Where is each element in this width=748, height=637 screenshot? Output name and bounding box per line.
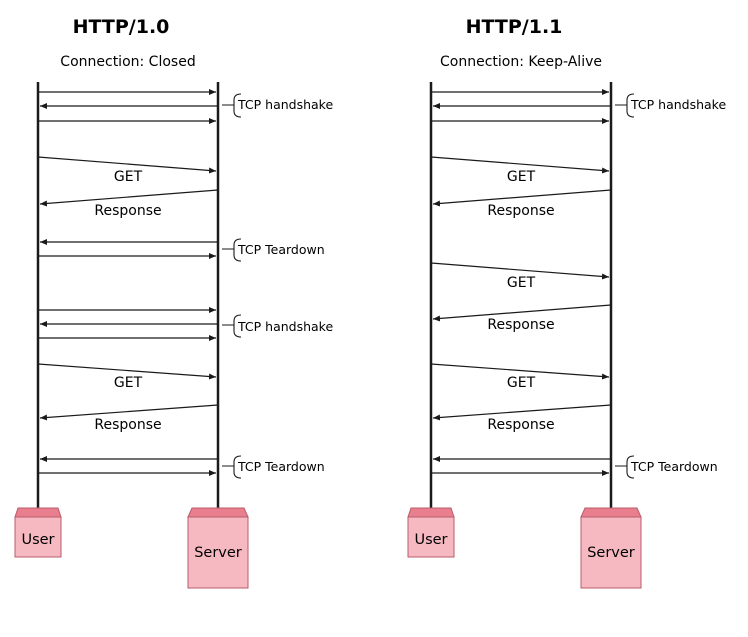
user-label: User	[414, 532, 447, 548]
message-label: Response	[487, 203, 554, 219]
annotation-bracket	[615, 93, 635, 118]
annotation-bracket	[222, 238, 242, 262]
annotation-label: TCP handshake	[237, 97, 333, 112]
diagram-title: HTTP/1.0	[73, 16, 170, 38]
response-arrow	[432, 404, 612, 421]
message-label: Response	[94, 417, 161, 433]
user-box: User	[407, 507, 455, 558]
response-arrow	[432, 189, 612, 207]
diagram-title: HTTP/1.1	[466, 16, 563, 38]
server-box: Server	[187, 507, 249, 589]
message-label: GET	[507, 169, 536, 185]
message-label: GET	[114, 169, 143, 185]
annotation-label: TCP Teardown	[237, 242, 325, 257]
annotation-bracket	[222, 455, 242, 479]
get-request-arrow	[37, 363, 217, 380]
user-label: User	[21, 532, 54, 548]
response-arrow	[39, 189, 219, 207]
get-request-arrow	[430, 262, 610, 280]
annotation-label: TCP handshake	[237, 319, 333, 334]
message-label: GET	[114, 375, 143, 391]
annotation-label: TCP Teardown	[630, 459, 718, 474]
message-label: Response	[487, 417, 554, 433]
get-request-arrow	[430, 156, 610, 174]
user-box: User	[14, 507, 62, 558]
annotation-label: TCP handshake	[630, 97, 726, 112]
annotation-bracket	[615, 455, 635, 479]
message-label: Response	[487, 317, 554, 333]
annotation-label: TCP Teardown	[237, 459, 325, 474]
message-label: GET	[507, 275, 536, 291]
diagram-http11: HTTP/1.1 Connection: Keep-Alive TCP hand…	[407, 16, 726, 589]
server-box: Server	[580, 507, 642, 589]
server-label: Server	[194, 545, 242, 561]
diagram-subtitle: Connection: Keep-Alive	[440, 54, 602, 70]
response-arrow	[39, 404, 219, 421]
annotation-bracket	[222, 93, 242, 118]
message-label: GET	[507, 375, 536, 391]
diagram-subtitle: Connection: Closed	[60, 54, 195, 70]
diagram-http10: HTTP/1.0 Connection: Closed TCP handshak…	[14, 16, 333, 589]
annotation-bracket	[222, 314, 242, 338]
message-label: Response	[94, 203, 161, 219]
get-request-arrow	[37, 156, 217, 174]
get-request-arrow	[430, 363, 610, 380]
server-label: Server	[587, 545, 635, 561]
response-arrow	[432, 304, 612, 322]
